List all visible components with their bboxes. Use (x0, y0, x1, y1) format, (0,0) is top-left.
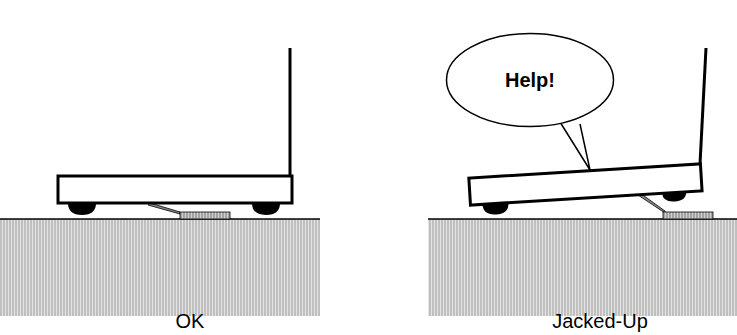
platform (58, 176, 292, 203)
pad (663, 212, 713, 219)
post (289, 48, 292, 176)
caption-label: Jacked-Up (552, 310, 648, 333)
foot (68, 203, 96, 215)
cable (148, 203, 180, 214)
ground (0, 219, 320, 316)
ground (428, 219, 737, 316)
foot (252, 203, 280, 215)
pad (180, 212, 230, 219)
bubble-text: Help! (505, 69, 555, 92)
speech-bubble: Help! (445, 32, 615, 128)
platform (469, 164, 702, 205)
bubble-ellipse (447, 34, 614, 127)
bubble-tail (560, 122, 590, 170)
caption-label: OK (176, 310, 205, 333)
ground-surface (0, 218, 320, 220)
post (700, 48, 706, 164)
